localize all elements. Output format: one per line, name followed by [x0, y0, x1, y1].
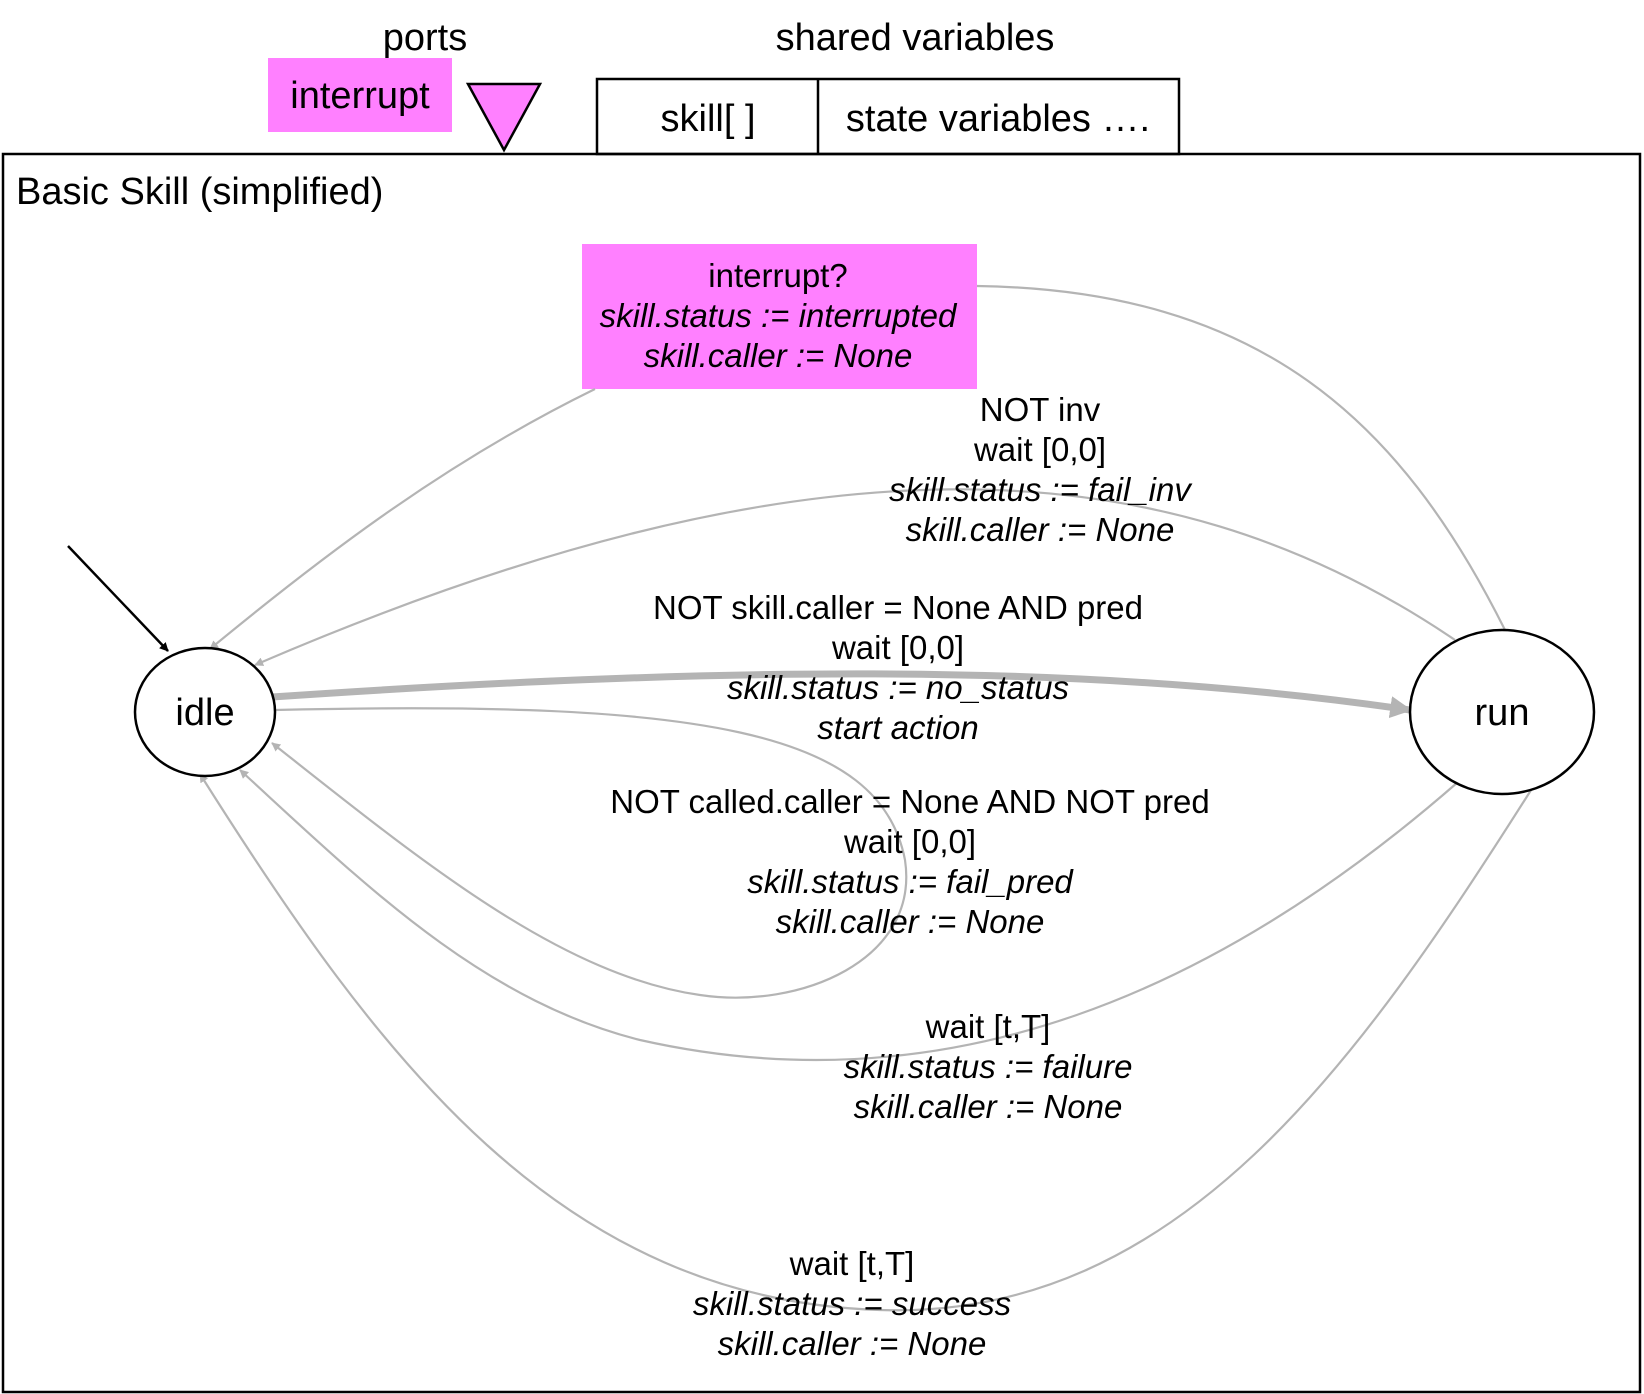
state-idle-label: idle: [175, 692, 234, 734]
shared-var-skill: skill[ ]: [661, 98, 756, 140]
pred-label-line-1: NOT called.caller = None AND NOT pred: [610, 783, 1209, 820]
failure-label-line-2: skill.status := failure: [844, 1048, 1133, 1085]
pred-label-line-4: skill.caller := None: [776, 903, 1045, 940]
skill-frame: [1, 152, 1642, 1394]
ports-title: ports: [383, 17, 467, 59]
edge-start: [271, 670, 1413, 719]
failure-label-line-1: wait [t,T]: [925, 1008, 1051, 1045]
start-label-line-1: NOT skill.caller = None AND pred: [653, 589, 1143, 626]
state-idle: [133, 646, 277, 778]
inv-label-line-4: skill.caller := None: [906, 511, 1175, 548]
start-label-line-3: skill.status := no_status: [727, 669, 1069, 706]
failure-label-line-3: skill.caller := None: [854, 1088, 1123, 1125]
success-label-line-2: skill.status := success: [693, 1285, 1011, 1322]
interrupt-label-line-2: skill.status := interrupted: [600, 297, 958, 334]
interrupt-label-box: [582, 244, 977, 389]
success-label-line-3: skill.caller := None: [718, 1325, 987, 1362]
edge-fail-pred: [271, 707, 908, 999]
success-label-line-1: wait [t,T]: [789, 1245, 915, 1282]
pred-label-line-2: wait [0,0]: [843, 823, 976, 860]
edge-interrupt-from-run: [976, 284, 1506, 631]
shared-var-state: state variables ….: [846, 98, 1150, 140]
start-label-line-2: wait [0,0]: [831, 629, 964, 666]
inv-label-line-1: NOT inv: [980, 391, 1101, 428]
shared-variables-table: [595, 77, 1181, 156]
interrupt-label-line-3: skill.caller := None: [644, 337, 913, 374]
edge-fail-inv: [254, 488, 1456, 667]
shared-variables-title: shared variables: [776, 17, 1055, 59]
initial-arrow: [67, 545, 169, 652]
edge-success: [199, 773, 1534, 1312]
inv-label-line-3: skill.status := fail_inv: [889, 471, 1193, 508]
port-interrupt-label: interrupt: [290, 75, 430, 117]
inv-label-line-2: wait [0,0]: [973, 431, 1106, 468]
start-label-line-4: start action: [817, 709, 978, 746]
port-triangle-icon: [465, 82, 543, 153]
state-run-label: run: [1475, 692, 1530, 734]
interrupt-label-line-1: interrupt?: [708, 257, 847, 294]
pred-label-line-3: skill.status := fail_pred: [747, 863, 1074, 900]
diagram-title: Basic Skill (simplified): [16, 171, 383, 213]
edge-interrupt-to-idle: [209, 388, 596, 650]
port-interrupt-box: [268, 58, 452, 132]
edge-failure: [239, 769, 1459, 1062]
state-run: [1408, 628, 1596, 796]
